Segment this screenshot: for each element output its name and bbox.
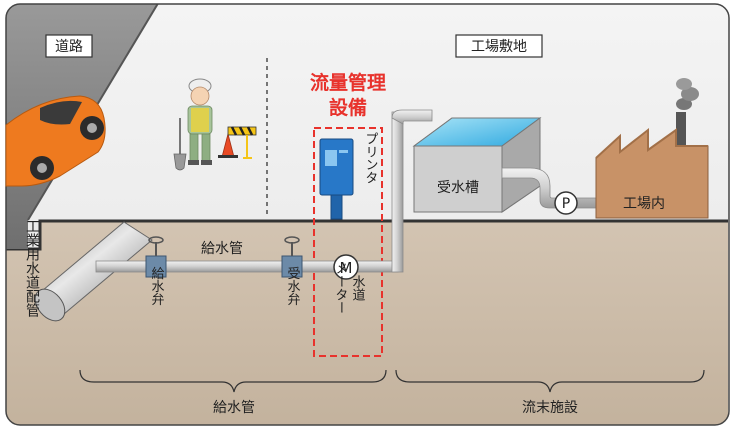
printer-icon <box>319 138 354 220</box>
pump-symbol: P <box>562 196 570 212</box>
supply-valve-icon <box>145 236 167 278</box>
diagram-frame <box>5 3 730 426</box>
receiving-tank-label: 受水槽 <box>437 180 479 196</box>
meter-symbol: M <box>340 259 353 277</box>
pump-icon: P <box>554 191 578 215</box>
brace-left <box>79 369 387 393</box>
water-meter-label-col2: メーター <box>333 262 348 314</box>
water-meter-label-col1: 水道 <box>350 275 366 301</box>
receiving-valve-icon <box>281 236 303 278</box>
factory-icon <box>595 78 709 219</box>
flow-mgmt-title-line2: 設備 <box>329 96 367 119</box>
industrial-main-label: 工業用水道配管 <box>24 219 40 317</box>
tank-icon <box>412 117 542 213</box>
industrial-main-pipe <box>34 221 153 322</box>
supply-pipe-label: 給水管 <box>201 241 243 257</box>
riser-pipe <box>391 111 404 273</box>
car-icon <box>5 95 106 187</box>
factory-site-label: 工場敷地 <box>471 39 527 55</box>
road-label-box: 道路 <box>45 34 93 58</box>
printer-label: プリンタ <box>363 132 378 184</box>
worker-icon <box>173 78 213 171</box>
meter-icon: M <box>333 254 359 280</box>
barrier-icon <box>218 126 257 159</box>
supply-valve-label: 給水弁 <box>149 267 165 306</box>
brace-right <box>395 369 705 393</box>
receiving-valve-label: 受水弁 <box>285 267 301 306</box>
factory-interior-label: 工場内 <box>623 196 665 212</box>
brace-right-label: 流末施設 <box>522 400 578 416</box>
flow-mgmt-equipment-box <box>313 127 383 357</box>
road-label: 道路 <box>55 39 83 55</box>
flow-mgmt-title-line1: 流量管理 <box>310 71 386 94</box>
brace-left-label: 給水管 <box>213 400 255 416</box>
factory-site-label-box: 工場敷地 <box>455 34 543 58</box>
